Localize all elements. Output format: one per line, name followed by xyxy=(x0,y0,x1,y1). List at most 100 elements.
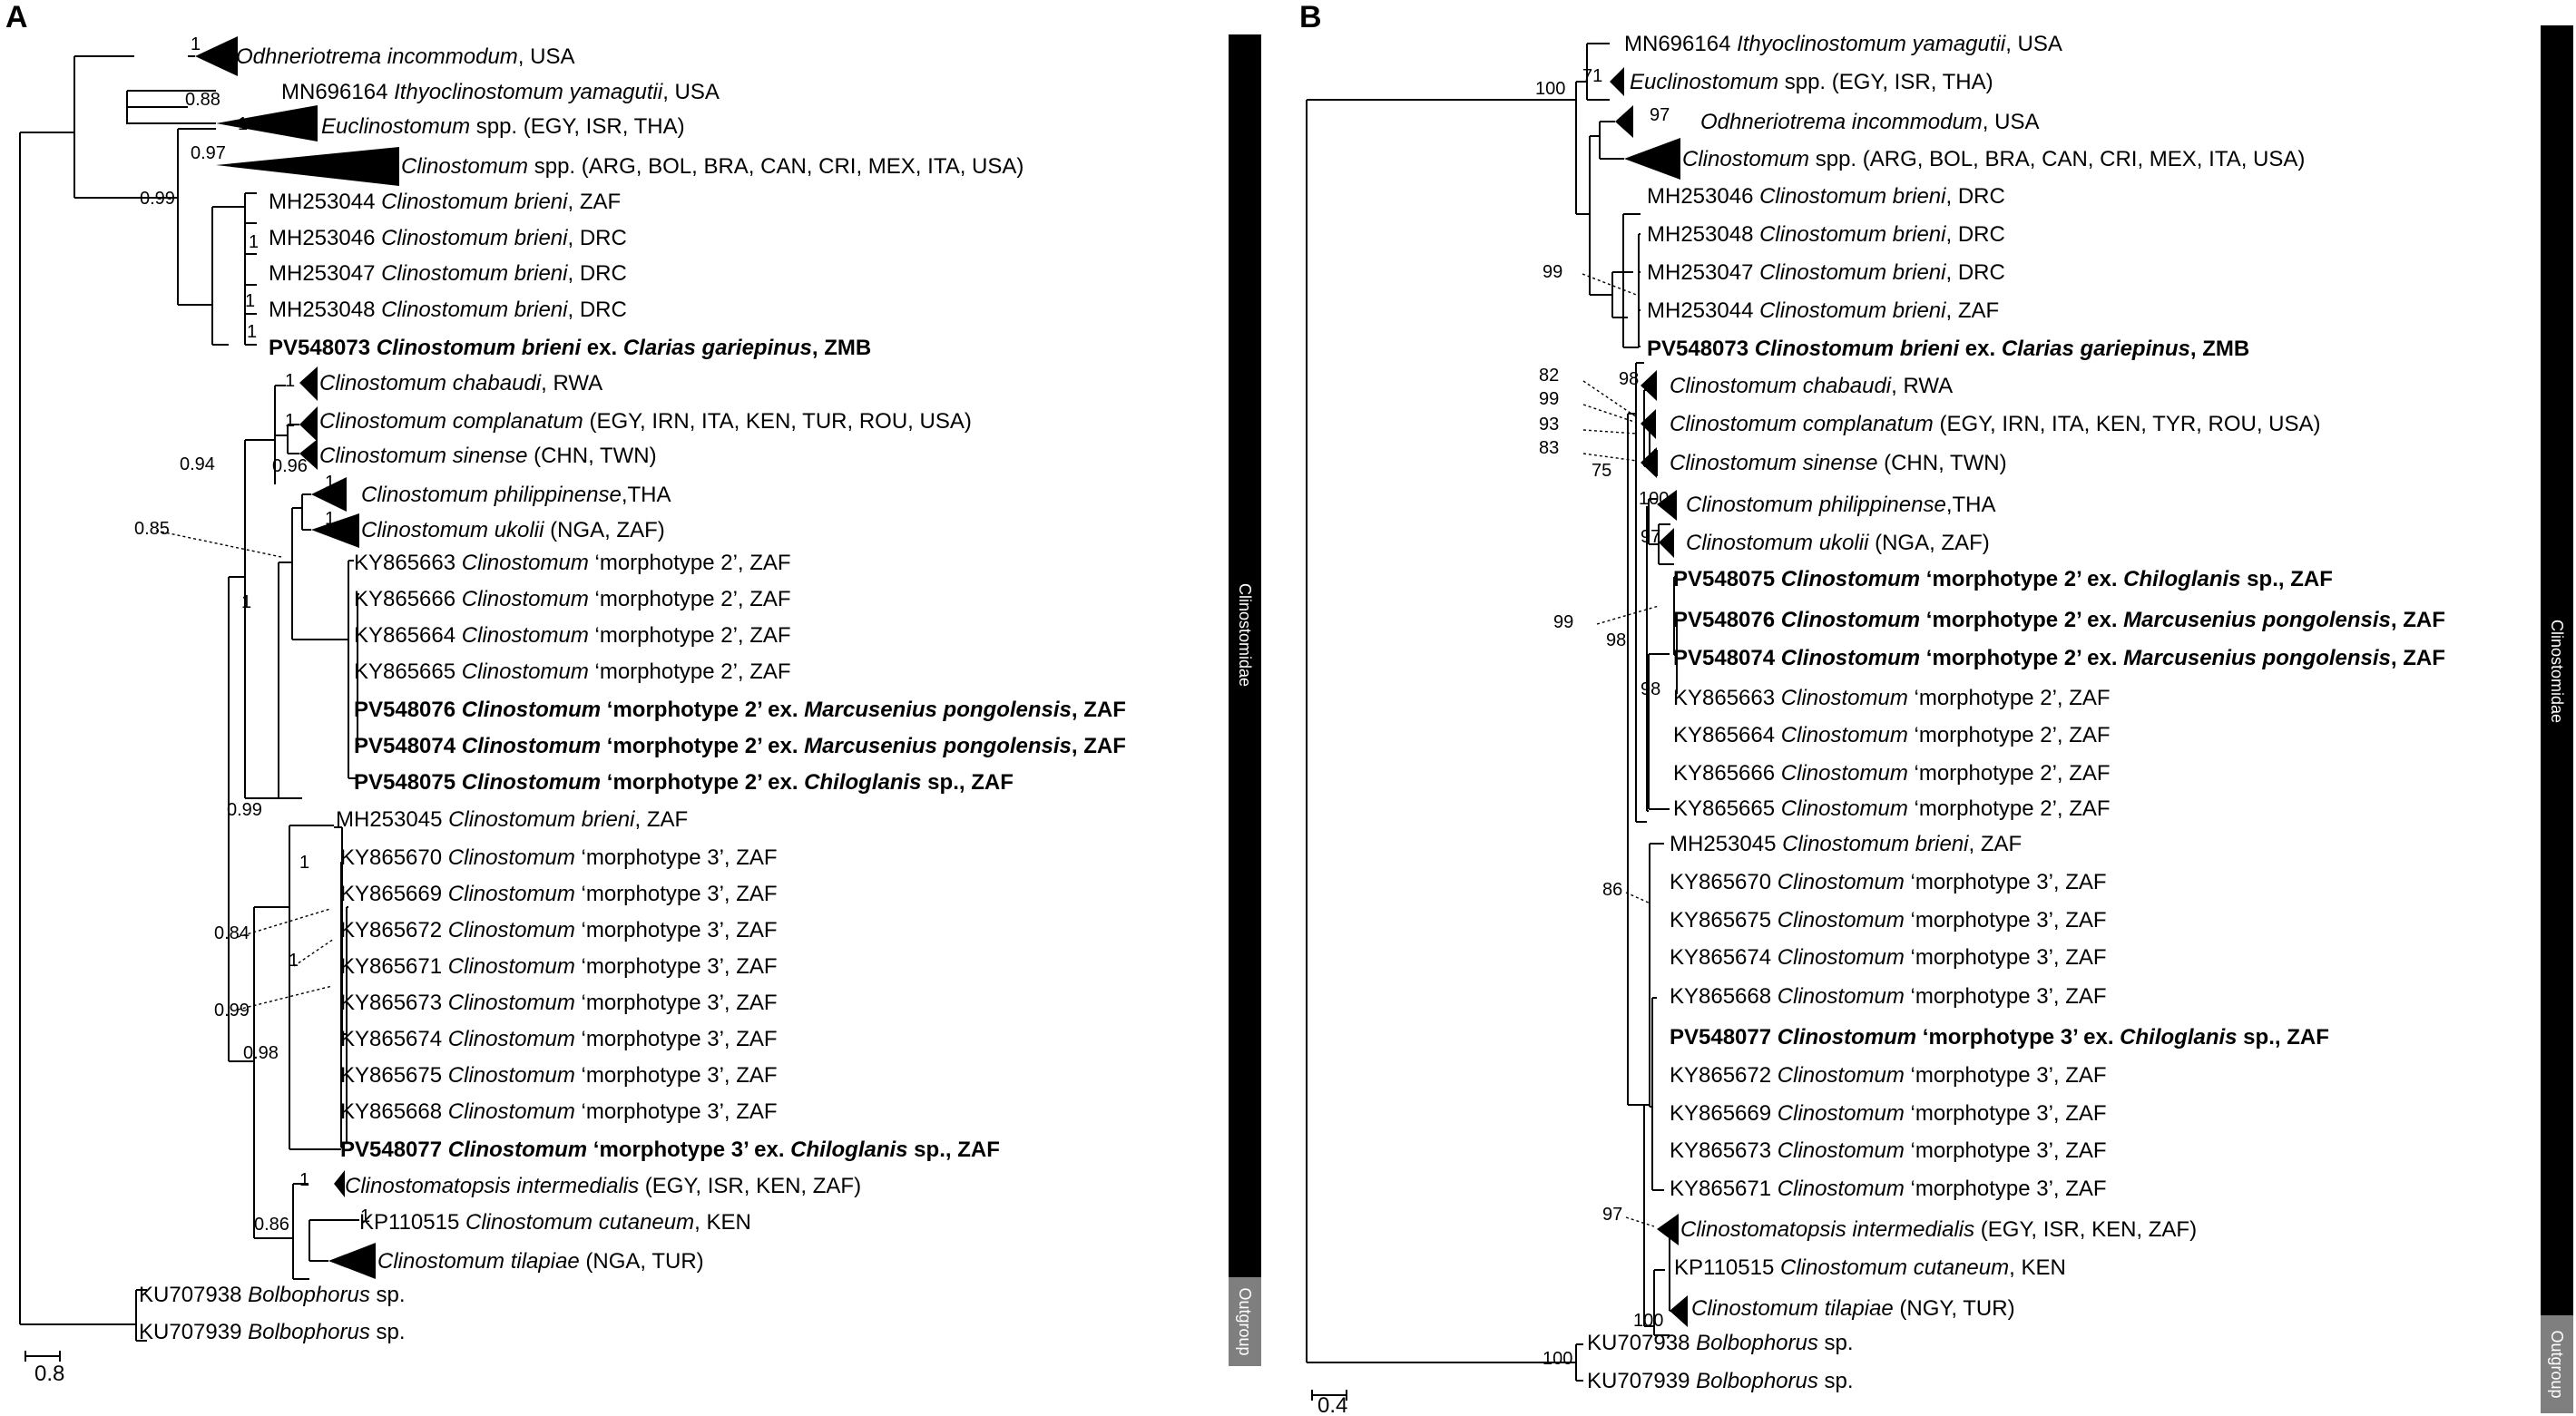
collapsed-clade xyxy=(299,366,318,401)
b-support-value: 98 xyxy=(1641,679,1660,699)
b-tip-label: PV548073 Clinostomum brieni ex. Clarias … xyxy=(1647,337,2249,361)
a-tip-label: PV548075 Clinostomum ‘morphotype 2’ ex. … xyxy=(354,770,1014,795)
a-support-value: 0.85 xyxy=(134,519,170,539)
collapsed-clade xyxy=(195,36,238,76)
b-tip-label: MH253046 Clinostomum brieni, DRC xyxy=(1647,184,2005,209)
collapsed-clade xyxy=(216,105,318,142)
a-tip-label: Odhneriotrema incommodum, USA xyxy=(236,44,574,69)
b-support-value: 100 xyxy=(1543,1349,1572,1369)
b-support-value: 97 xyxy=(1641,527,1660,547)
b-tip-label: KY865671 Clinostomum ‘morphotype 3’, ZAF xyxy=(1670,1177,2107,1201)
a-tip-label: KY865670 Clinostomum ‘morphotype 3’, ZAF xyxy=(340,845,778,870)
a-support-value: 1 xyxy=(191,34,201,54)
a-tip-label: MH253045 Clinostomum brieni, ZAF xyxy=(336,807,688,832)
b-support-value: 98 xyxy=(1619,369,1639,389)
b-tip-label: Clinostomum ukolii (NGA, ZAF) xyxy=(1686,531,1990,555)
clade-bar-label-a: Clinostomidae xyxy=(1236,583,1254,687)
a-tip-label: KY865663 Clinostomum ‘morphotype 2’, ZAF xyxy=(354,551,791,575)
clade-bar-a xyxy=(1229,34,1261,1277)
a-tip-label: PV548073 Clinostomum brieni ex. Clarias … xyxy=(269,336,871,360)
a-tip-label: Clinostomatopsis intermedialis (EGY, ISR… xyxy=(345,1174,861,1198)
a-tip-label: Clinostomum philippinense,THA xyxy=(361,483,671,507)
support-values-b: 1007197999882999383751009799989886971001… xyxy=(1535,66,1670,1369)
support-values-a: 10.8810.970.99111110.960.94110.8510.9910… xyxy=(134,34,373,1265)
a-support-value: 1 xyxy=(325,509,335,529)
a-support-value: 1 xyxy=(241,592,251,612)
collapsed-clade xyxy=(216,147,399,186)
b-tip-label: KU707939 Bolbophorus sp. xyxy=(1587,1369,1854,1393)
collapsed-clade xyxy=(1615,105,1633,138)
a-support-value: 1 xyxy=(247,322,257,342)
b-support-value: 98 xyxy=(1606,630,1626,650)
a-tip-label: MH253047 Clinostomum brieni, DRC xyxy=(269,261,627,286)
a-tip-label: KY865675 Clinostomum ‘morphotype 3’, ZAF xyxy=(340,1063,778,1088)
collapsed-clade xyxy=(334,1170,345,1197)
a-tip-label: KY865674 Clinostomum ‘morphotype 3’, ZAF xyxy=(340,1027,778,1051)
b-tip-label: KY865674 Clinostomum ‘morphotype 3’, ZAF xyxy=(1670,945,2107,970)
a-tip-label: KU707938 Bolbophorus sp. xyxy=(139,1283,406,1307)
a-tip-label: Euclinostomum spp. (EGY, ISR, THA) xyxy=(321,114,685,139)
b-tip-label: PV548077 Clinostomum ‘morphotype 3’ ex. … xyxy=(1670,1025,2329,1050)
b-tip-label: MH253044 Clinostomum brieni, ZAF xyxy=(1647,298,1999,323)
clade-bar-label-b: Clinostomidae xyxy=(2548,620,2566,723)
b-support-value: 97 xyxy=(1650,105,1670,125)
collapsed-clade xyxy=(299,439,318,470)
a-tip-label: Clinostomum sinense (CHN, TWN) xyxy=(319,444,657,468)
b-support-value: 99 xyxy=(1539,389,1559,409)
a-support-value: 0.84 xyxy=(214,923,250,943)
a-tip-label: Clinostomum chabaudi, RWA xyxy=(319,371,602,396)
a-tip-label: KY865668 Clinostomum ‘morphotype 3’, ZAF xyxy=(340,1099,778,1124)
b-tip-label: KY865669 Clinostomum ‘morphotype 3’, ZAF xyxy=(1670,1101,2107,1126)
b-support-value: 71 xyxy=(1582,66,1602,86)
b-tip-label: MH253047 Clinostomum brieni, DRC xyxy=(1647,260,2005,285)
a-tip-label: Clinostomum ukolii (NGA, ZAF) xyxy=(361,518,665,542)
a-support-value: 0.86 xyxy=(254,1215,289,1235)
panel-label-a: A xyxy=(5,0,28,34)
a-tip-label: PV548074 Clinostomum ‘morphotype 2’ ex. … xyxy=(354,734,1126,758)
a-support-value: 1 xyxy=(249,232,259,252)
b-support-value: 86 xyxy=(1602,880,1622,900)
b-tip-label: Clinostomatopsis intermedialis (EGY, ISR… xyxy=(1680,1217,2197,1242)
panel-label-b: B xyxy=(1299,0,1322,34)
a-tip-label: PV548076 Clinostomum ‘morphotype 2’ ex. … xyxy=(354,698,1126,722)
a-support-value: 0.88 xyxy=(185,90,220,110)
a-support-value: 1 xyxy=(360,1206,370,1226)
b-tip-label: KY865665 Clinostomum ‘morphotype 2’, ZAF xyxy=(1673,796,2111,821)
a-support-value: 1 xyxy=(285,411,295,431)
b-tip-label: Clinostomum chabaudi, RWA xyxy=(1670,374,1953,398)
outgroup-bar-a xyxy=(1229,1277,1261,1366)
b-support-value: 75 xyxy=(1592,461,1611,481)
a-tip-label: PV548077 Clinostomum ‘morphotype 3’ ex. … xyxy=(340,1138,1000,1162)
collapsed-clade xyxy=(1641,447,1657,478)
b-support-value: 100 xyxy=(1639,489,1669,509)
a-tip-label: KY865664 Clinostomum ‘morphotype 2’, ZAF xyxy=(354,623,791,648)
collapsed-clade xyxy=(311,513,359,548)
a-support-value: 0.96 xyxy=(272,456,308,476)
a-support-value: 0.99 xyxy=(227,800,262,820)
b-tip-label: KU707938 Bolbophorus sp. xyxy=(1587,1331,1854,1355)
b-tip-label: Clinostomum sinense (CHN, TWN) xyxy=(1670,451,2007,475)
a-tip-label: Clinostomum tilapiae (NGA, TUR) xyxy=(377,1249,704,1274)
scale-label-a: 0.8 xyxy=(34,1362,64,1386)
a-support-value: 0.98 xyxy=(243,1043,279,1063)
a-tip-label: Clinostomum spp. (ARG, BOL, BRA, CAN, CR… xyxy=(401,154,1024,179)
b-support-value: 93 xyxy=(1539,415,1559,435)
a-support-value: 1 xyxy=(238,114,248,134)
b-tip-label: KY865664 Clinostomum ‘morphotype 2’, ZAF xyxy=(1673,723,2111,747)
a-support-value: 0.99 xyxy=(214,1001,250,1020)
a-tip-label: MN696164 Ithyoclinostomum yamagutii, USA xyxy=(281,80,720,104)
collapsed-clade xyxy=(311,477,347,512)
a-tip-label: KY865671 Clinostomum ‘morphotype 3’, ZAF xyxy=(340,954,778,979)
a-support-value: 0.97 xyxy=(191,143,226,163)
b-support-value: 97 xyxy=(1602,1205,1622,1225)
collapsed-clade xyxy=(1641,370,1657,401)
b-support-value: 99 xyxy=(1553,612,1573,632)
b-tip-label: KY865673 Clinostomum ‘morphotype 3’, ZAF xyxy=(1670,1138,2107,1163)
b-tip-label: MH253048 Clinostomum brieni, DRC xyxy=(1647,222,2005,247)
tip-labels-a: Odhneriotrema incommodum, USA MN696164 It… xyxy=(139,44,1126,1344)
collapsed-clade xyxy=(1657,490,1677,521)
a-support-value: 1 xyxy=(289,951,299,971)
collapsed-clade xyxy=(1670,1295,1688,1327)
b-tip-label: KY865670 Clinostomum ‘morphotype 3’, ZAF xyxy=(1670,870,2107,894)
